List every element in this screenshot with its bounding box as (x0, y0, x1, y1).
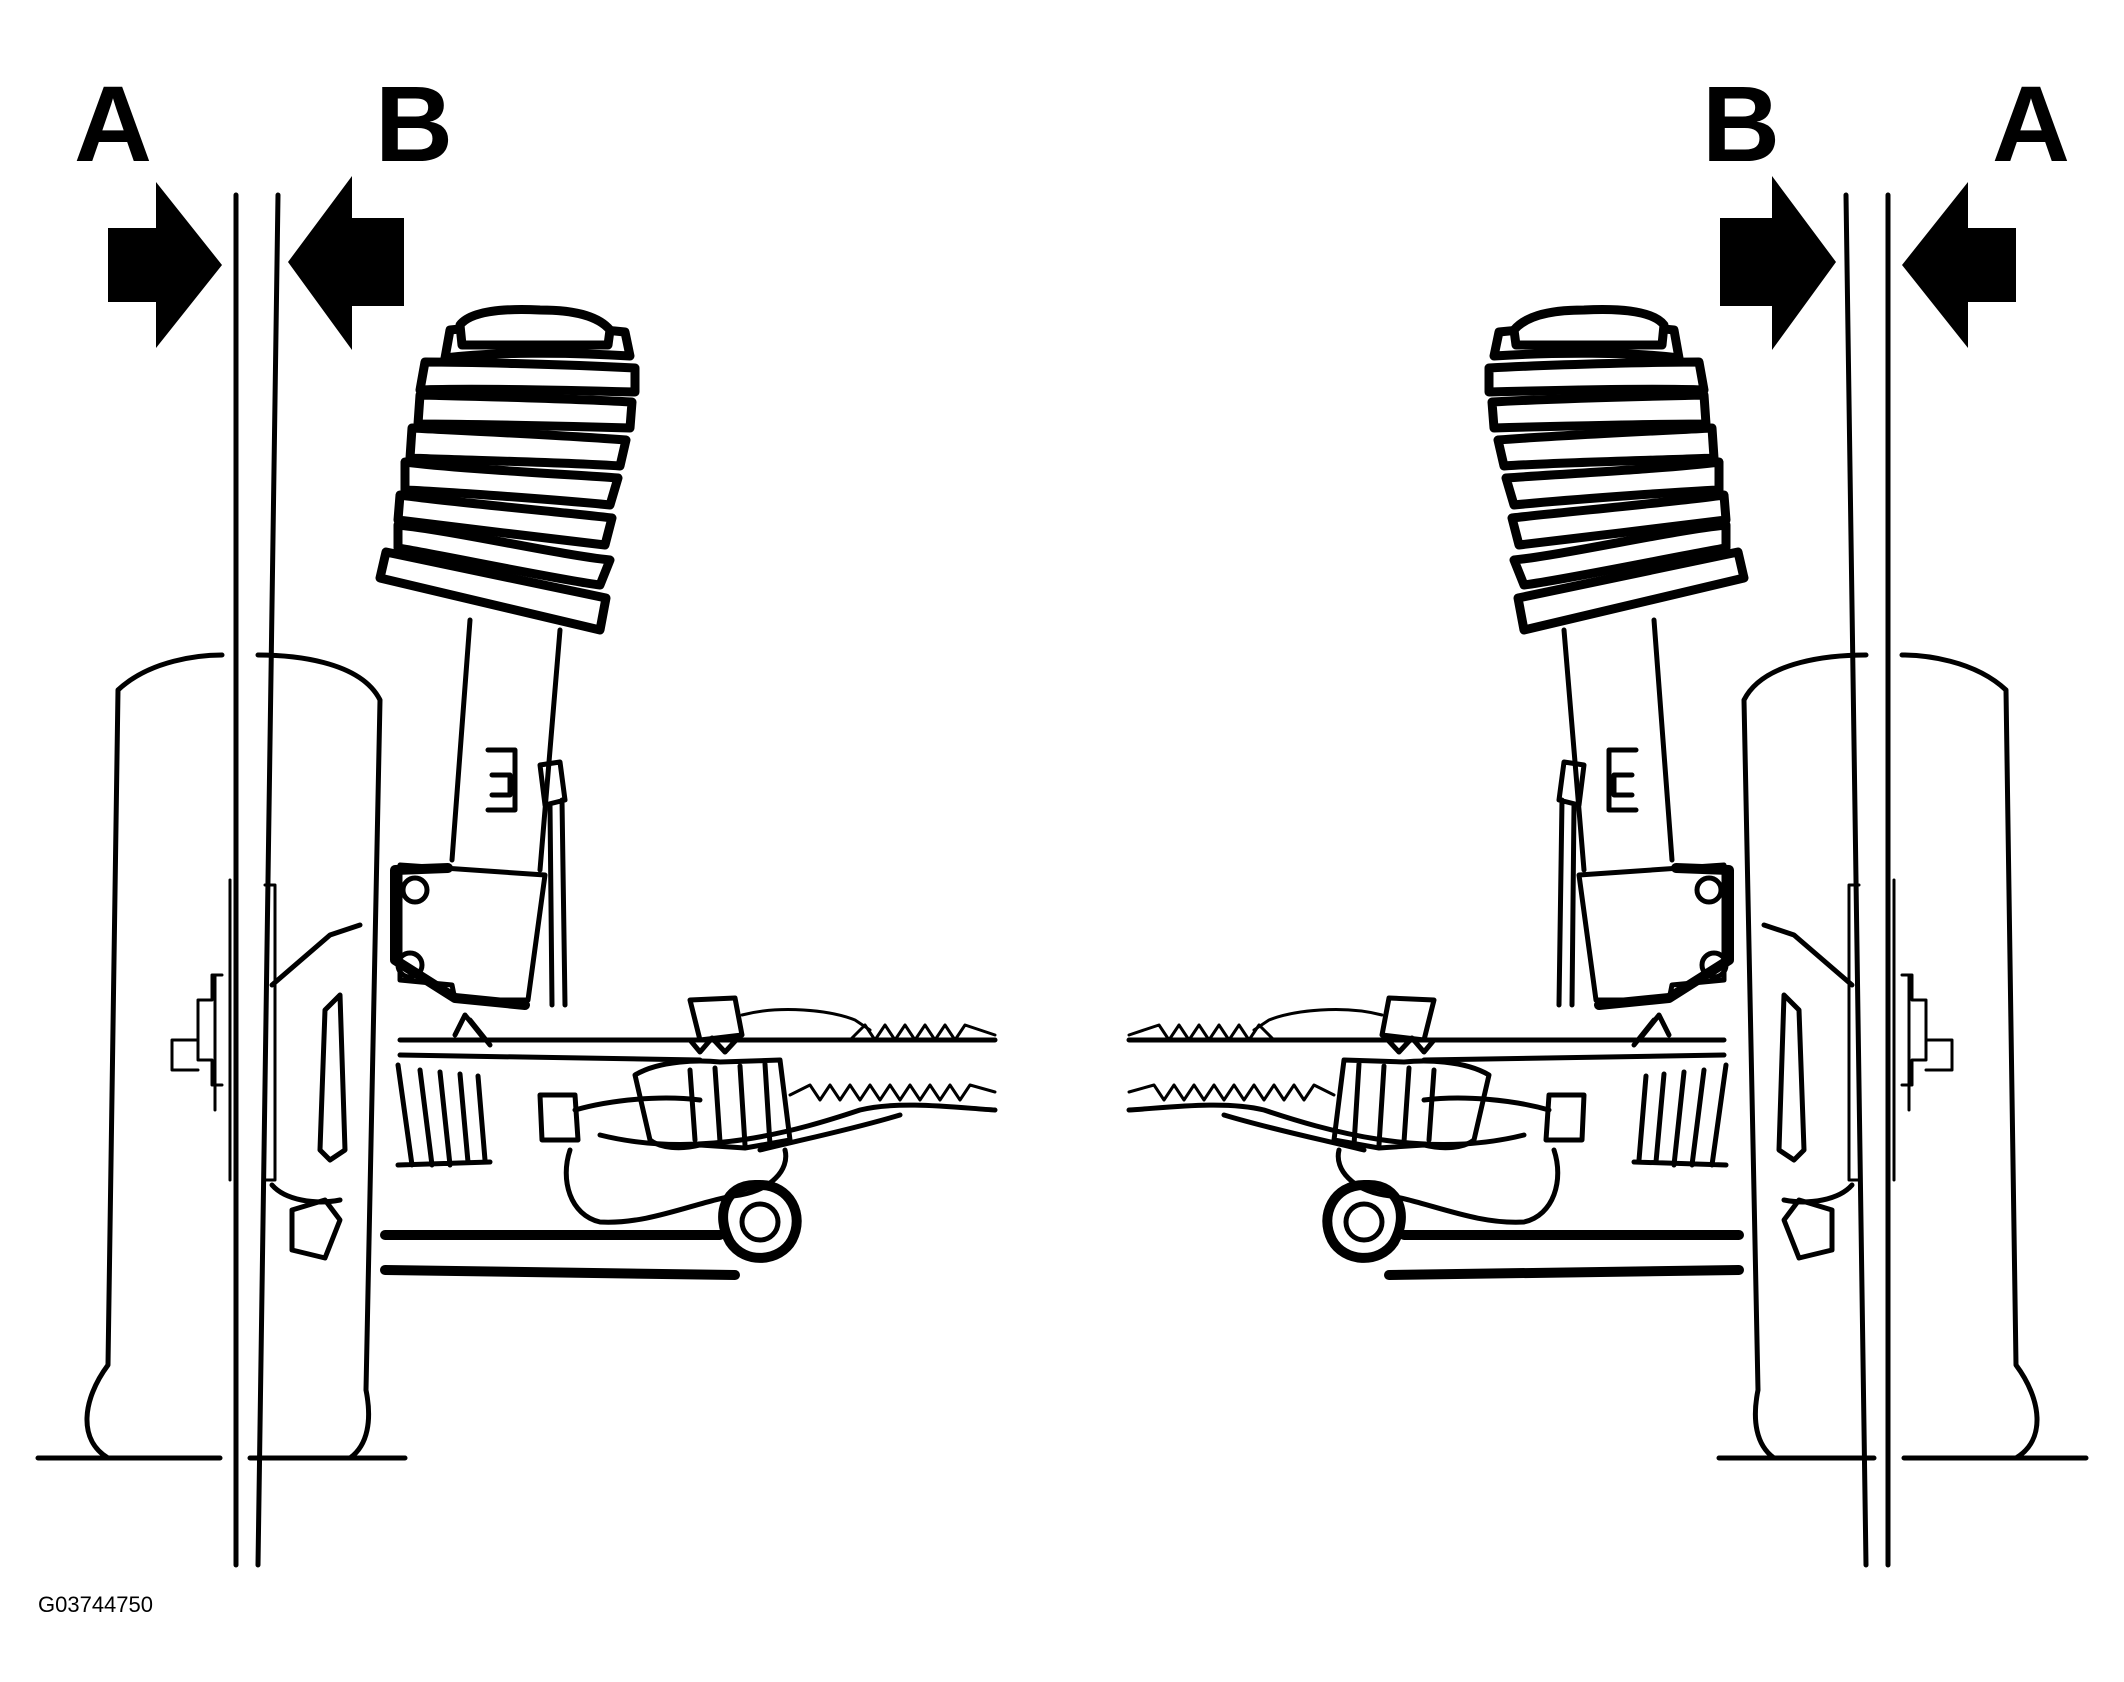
right-wheel-assembly (1129, 176, 2086, 1565)
label-left-b: B (375, 63, 453, 184)
label-right-a: A (1992, 63, 2070, 184)
figure-id: G03744750 (38, 1592, 153, 1617)
left-wheel-assembly (38, 176, 995, 1565)
label-left-a: A (74, 63, 152, 184)
label-right-b: B (1702, 63, 1780, 184)
